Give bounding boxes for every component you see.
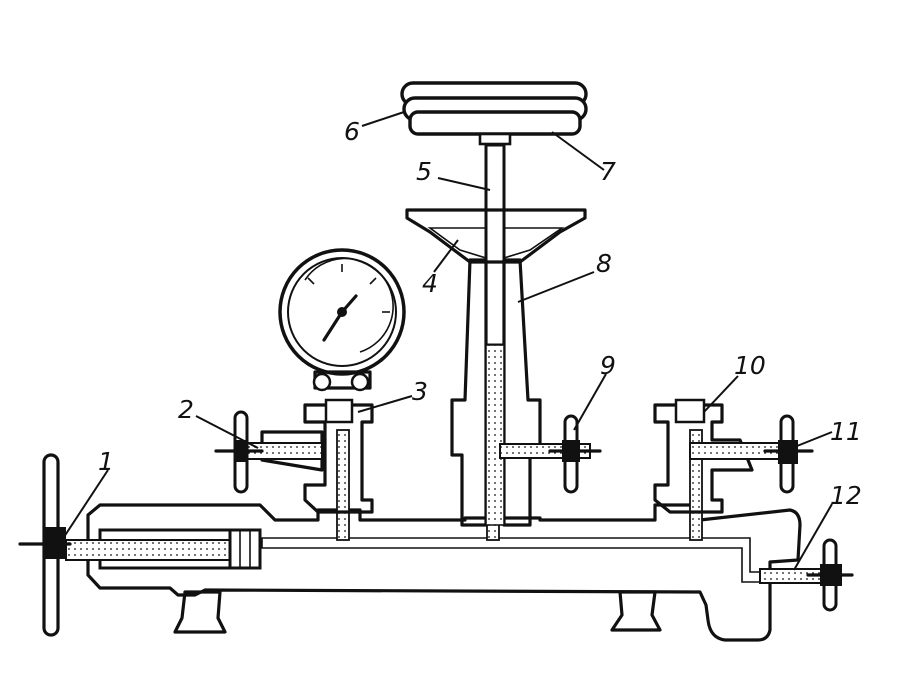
support-feet (173, 590, 662, 634)
valve-9 (499, 414, 602, 494)
label-6: 6 (344, 117, 360, 146)
gauge-fitting (303, 398, 374, 514)
label-5: 5 (416, 157, 432, 186)
label-9: 9 (600, 351, 616, 380)
weights (400, 81, 588, 146)
callout-labels: 1 2 3 4 5 6 7 8 9 10 11 12 (98, 117, 862, 510)
valve-12 (759, 538, 854, 612)
valve-2 (214, 410, 324, 494)
label-1: 1 (98, 447, 114, 476)
main-body (65, 399, 802, 642)
leader-lines (61, 111, 833, 571)
pressure-gauge (278, 248, 406, 392)
handwheel (18, 453, 72, 637)
label-4: 4 (422, 269, 438, 298)
label-11: 11 (830, 417, 862, 446)
label-3: 3 (412, 377, 428, 406)
label-10: 10 (734, 351, 766, 380)
valve-11 (689, 414, 814, 494)
label-7: 7 (600, 157, 616, 186)
label-12: 12 (830, 481, 862, 510)
label-8: 8 (596, 249, 612, 278)
label-2: 2 (178, 395, 194, 424)
piston (484, 143, 506, 347)
